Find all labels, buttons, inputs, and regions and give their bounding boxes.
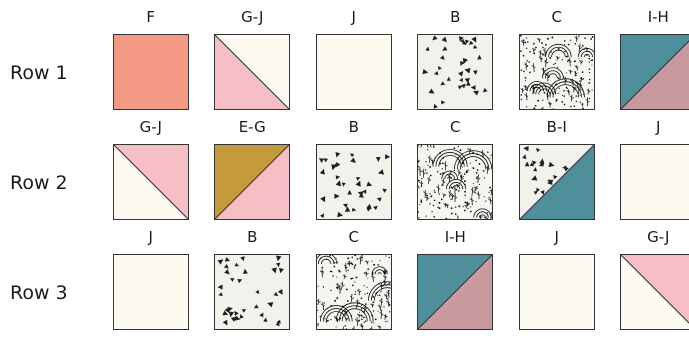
swatch-graphic bbox=[621, 35, 689, 109]
swatch-graphic bbox=[114, 145, 188, 219]
swatch-graphic bbox=[114, 35, 188, 109]
block-fabric-label: B bbox=[349, 110, 359, 144]
swatch-graphic bbox=[114, 255, 188, 329]
fabric-swatch bbox=[620, 144, 689, 220]
quilt-block: G-J bbox=[608, 220, 689, 330]
block-fabric-label: I-H bbox=[648, 0, 669, 34]
quilt-block: C bbox=[303, 220, 405, 330]
block-fabric-label: J bbox=[149, 220, 153, 254]
fabric-swatch bbox=[316, 254, 392, 330]
swatch-graphic bbox=[317, 35, 391, 109]
swatch-graphic bbox=[215, 255, 289, 329]
fabric-swatch bbox=[316, 144, 392, 220]
row-label: Row 1 bbox=[0, 0, 100, 110]
block-fabric-label: B-I bbox=[547, 110, 567, 144]
quilt-block: B-I bbox=[506, 110, 608, 220]
block-fabric-label: C bbox=[450, 110, 460, 144]
block-fabric-label: J bbox=[555, 220, 559, 254]
swatch-graphic bbox=[520, 145, 594, 219]
swatch-graphic bbox=[418, 255, 492, 329]
quilt-block: I-H bbox=[608, 0, 689, 110]
quilt-block: G-J bbox=[202, 0, 304, 110]
swatch-graphic bbox=[418, 35, 492, 109]
quilt-block: G-J bbox=[100, 110, 202, 220]
fabric-swatch bbox=[519, 254, 595, 330]
quilt-block: F bbox=[100, 0, 202, 110]
fabric-swatch bbox=[113, 254, 189, 330]
swatch-graphic bbox=[317, 145, 391, 219]
block-fabric-label: I-H bbox=[445, 220, 466, 254]
swatch-graphic bbox=[317, 255, 391, 329]
fabric-swatch bbox=[417, 254, 493, 330]
quilt-block: J bbox=[608, 110, 689, 220]
fabric-swatch bbox=[113, 144, 189, 220]
fabric-swatch bbox=[214, 144, 290, 220]
swatch-graphic bbox=[621, 255, 689, 329]
block-fabric-label: G-J bbox=[241, 0, 263, 34]
swatch-graphic bbox=[418, 145, 492, 219]
swatch-graphic bbox=[215, 145, 289, 219]
quilt-block: I-H bbox=[405, 220, 507, 330]
block-fabric-label: J bbox=[656, 110, 660, 144]
row-label: Row 3 bbox=[0, 220, 100, 330]
fabric-swatch bbox=[417, 34, 493, 110]
row-label: Row 2 bbox=[0, 110, 100, 220]
fabric-swatch bbox=[113, 34, 189, 110]
quilt-block: J bbox=[100, 220, 202, 330]
block-fabric-label: B bbox=[450, 0, 460, 34]
block-fabric-label: G-J bbox=[647, 220, 669, 254]
block-fabric-label: F bbox=[146, 0, 155, 34]
quilt-block: C bbox=[405, 110, 507, 220]
block-fabric-label: C bbox=[552, 0, 562, 34]
swatch-graphic bbox=[215, 35, 289, 109]
block-fabric-label: G-J bbox=[140, 110, 162, 144]
quilt-block: C bbox=[506, 0, 608, 110]
block-fabric-label: C bbox=[349, 220, 359, 254]
swatch-graphic bbox=[621, 145, 689, 219]
fabric-swatch bbox=[620, 254, 689, 330]
quilt-block: B bbox=[405, 0, 507, 110]
block-fabric-label: J bbox=[352, 0, 356, 34]
fabric-swatch bbox=[316, 34, 392, 110]
fabric-swatch bbox=[519, 144, 595, 220]
quilt-block: B bbox=[202, 220, 304, 330]
quilt-block: B bbox=[303, 110, 405, 220]
quilt-block: J bbox=[303, 0, 405, 110]
block-fabric-label: B bbox=[247, 220, 257, 254]
fabric-swatch bbox=[417, 144, 493, 220]
block-fabric-label: E-G bbox=[239, 110, 266, 144]
swatch-graphic bbox=[520, 35, 594, 109]
fabric-swatch bbox=[214, 34, 290, 110]
quilt-block: J bbox=[506, 220, 608, 330]
fabric-swatch bbox=[519, 34, 595, 110]
quilt-block: E-G bbox=[202, 110, 304, 220]
fabric-swatch bbox=[620, 34, 689, 110]
swatch-graphic bbox=[520, 255, 594, 329]
fabric-swatch bbox=[214, 254, 290, 330]
